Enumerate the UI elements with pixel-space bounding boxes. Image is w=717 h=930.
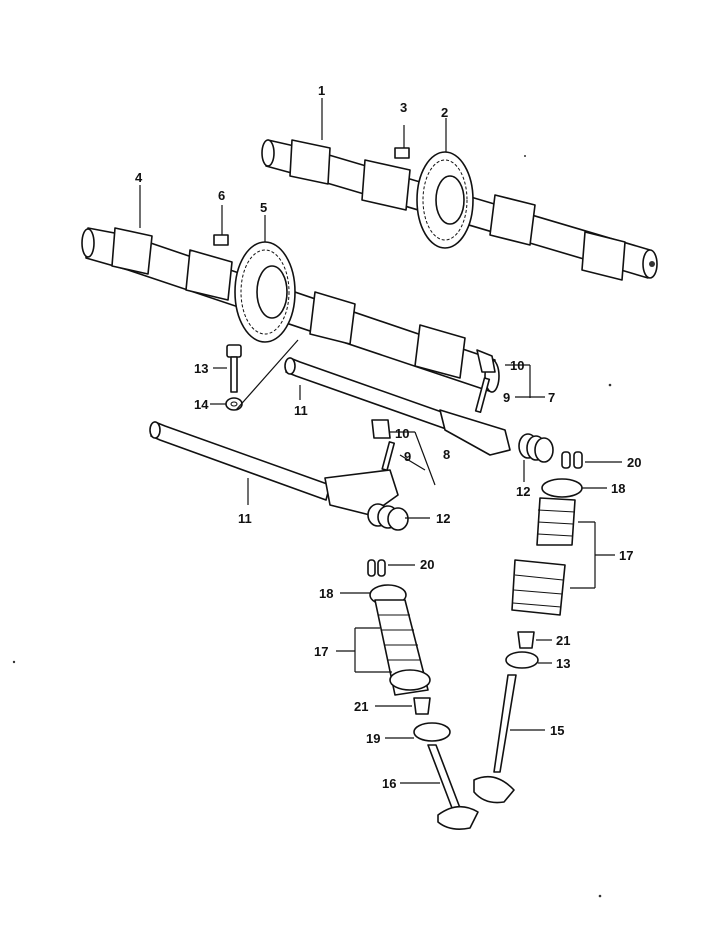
retainer-18-right	[541, 478, 583, 498]
rocker-shaft-lower	[149, 421, 331, 501]
label-12a: 12	[436, 511, 450, 526]
label-18b: 18	[319, 586, 333, 601]
label-12b: 12	[516, 484, 530, 499]
label-18a: 18	[611, 481, 625, 496]
valve-spring-17-right	[511, 497, 576, 616]
rocker-spring-upper	[518, 433, 554, 463]
label-4: 4	[135, 170, 143, 185]
label-17a: 17	[619, 548, 633, 563]
label-20a: 20	[627, 455, 641, 470]
label-13b: 13	[556, 656, 570, 671]
bolt-13	[226, 344, 242, 393]
sprocket-bolt-upper	[394, 125, 410, 159]
cotter-20-left	[367, 559, 386, 577]
rocker-arm-8	[324, 419, 399, 516]
label-11b: 11	[238, 511, 252, 526]
seat-13-right	[505, 651, 539, 669]
label-1: 1	[318, 83, 325, 98]
label-13a: 13	[194, 361, 208, 376]
seal-21-left	[413, 697, 431, 715]
valve-spring-17-left	[374, 599, 431, 696]
label-5: 5	[260, 200, 267, 215]
sprocket-bolt-lower	[213, 205, 229, 246]
leader-lines	[139, 98, 622, 784]
label-2: 2	[441, 105, 448, 120]
seal-21-right	[517, 631, 535, 649]
washer-14	[225, 397, 243, 411]
cam-sprocket-lower	[234, 241, 296, 343]
label-17b: 17	[314, 644, 328, 659]
label-16: 16	[382, 776, 396, 791]
label-10a: 10	[510, 358, 524, 373]
rocker-spring-lower	[367, 503, 409, 531]
label-9b: 9	[404, 449, 411, 464]
label-19: 19	[366, 731, 380, 746]
seat-19	[413, 722, 451, 742]
label-8: 8	[443, 447, 450, 462]
label-10b: 10	[395, 426, 409, 441]
label-3: 3	[400, 100, 407, 115]
cam-sprocket-upper	[416, 151, 474, 249]
cotter-20-right	[561, 451, 583, 469]
label-6: 6	[218, 188, 225, 203]
label-9a: 9	[503, 390, 510, 405]
label-21a: 21	[556, 633, 570, 648]
label-14: 14	[194, 397, 209, 412]
label-15: 15	[550, 723, 564, 738]
label-7: 7	[548, 390, 555, 405]
label-21b: 21	[354, 699, 368, 714]
valve-15	[473, 674, 517, 804]
label-11a: 11	[294, 403, 308, 418]
valve-16	[427, 744, 479, 830]
label-20b: 20	[420, 557, 434, 572]
rocker-arm-7	[439, 349, 511, 456]
